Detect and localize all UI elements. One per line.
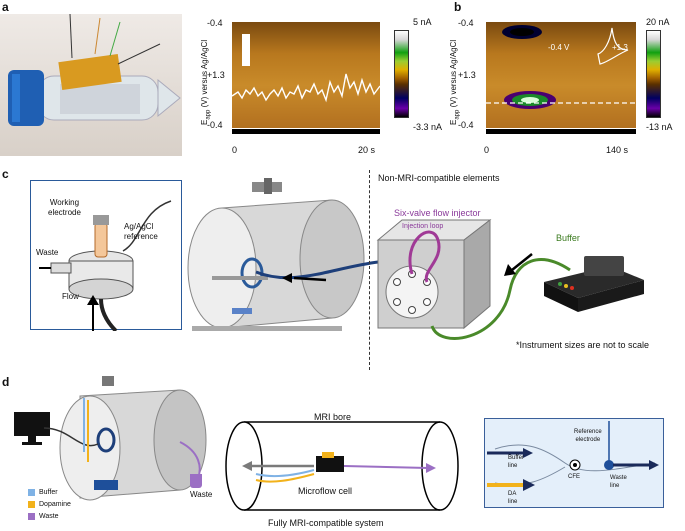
syringe-pump <box>540 252 648 314</box>
mri-bore <box>222 418 464 514</box>
panel-b-xtick-start: 0 <box>484 145 490 155</box>
panel-b-ytick-bot: -0.4 <box>458 120 474 130</box>
legend: Buffer Dopamine Waste <box>28 486 71 522</box>
ref-electrode-line2: electrode <box>575 437 601 443</box>
microflow-chip <box>484 418 664 508</box>
flow-injector <box>372 210 502 330</box>
panel-b-xtick-end: 140 s <box>606 145 629 155</box>
reference-electrode-label: Reference electrode <box>574 428 602 444</box>
inset-box <box>30 180 182 333</box>
panel-a-xtick-start: 0 <box>232 145 238 155</box>
ylabel-rest: (V) versus Ag/AgCl <box>449 39 458 110</box>
cfe-label: CFE <box>568 474 580 480</box>
separator-line <box>369 170 370 370</box>
panel-a-ytick-top: -0.4 <box>207 18 223 28</box>
buffer-label: Buffer <box>556 233 580 243</box>
system-label: Fully MRI-compatible system <box>268 518 384 528</box>
panel-b-ytick-top: -0.4 <box>458 18 474 28</box>
panel-a-xaxis-bar <box>232 129 380 134</box>
panel-b-colorbar <box>646 30 661 118</box>
panel-a-xtick-end: 20 s <box>358 145 376 155</box>
panel-b-ytick-mid: +1.3 <box>458 70 476 80</box>
legend-label: Waste <box>39 512 59 520</box>
da-line-1: DA <box>508 491 517 497</box>
panel-a-heatmap <box>231 22 381 128</box>
panel-b-cv-right: +1.3 <box>612 43 628 52</box>
panel-b-label: b <box>454 0 462 14</box>
working-electrode-line1: Working <box>49 198 80 207</box>
da-line-2: line <box>508 499 518 505</box>
panel-a-ytick-bot: -0.4 <box>207 120 223 130</box>
mri-bore-label: MRI bore <box>314 412 352 422</box>
panel-b-heatmap <box>486 22 636 128</box>
da-line-label: DA line <box>508 490 517 506</box>
ref-electrode-line1: Reference <box>574 429 602 435</box>
legend-label: Buffer <box>39 488 58 496</box>
buffer-tubing <box>430 253 571 340</box>
legend-item-buffer: Buffer <box>28 486 71 498</box>
waste-line-label: Waste line <box>610 474 627 490</box>
waste-line-1: Waste <box>610 475 627 481</box>
mri-scanner-c <box>182 178 382 338</box>
panel-d-label: d <box>2 375 10 389</box>
panel-b-xaxis-bar <box>486 129 636 134</box>
legend-swatch <box>28 500 35 508</box>
panel-a-trace <box>231 73 381 103</box>
working-electrode-line2: electrode <box>48 208 81 217</box>
legend-item-dopamine: Dopamine <box>28 498 71 510</box>
ylabel-e: E <box>449 119 458 125</box>
panel-b-cbar-top: 20 nA <box>646 17 670 27</box>
working-electrode-label: Working electrode <box>48 198 81 218</box>
panel-a-ytick-mid: +1.3 <box>207 70 225 80</box>
buffer-line-label: Buffer line <box>508 454 524 470</box>
ylabel-sub: app <box>454 109 461 120</box>
panel-a-label: a <box>2 0 9 14</box>
microflow-label: Microflow cell <box>298 486 353 496</box>
waste-cup-label: Waste <box>190 490 213 499</box>
waste-cup <box>190 474 202 488</box>
reference-line2: reference <box>124 232 158 241</box>
injection-loop-label: Injection loop <box>402 223 444 230</box>
panel-a-cbar-top: 5 nA <box>413 17 432 27</box>
buffer-line-2: line <box>508 463 518 469</box>
panel-a-cbar-bot: -3.3 nA <box>413 122 443 132</box>
panel-a-colorbar <box>394 30 409 118</box>
legend-swatch <box>28 488 35 496</box>
tube-photo <box>0 14 182 156</box>
reference-label: Ag/AgCl reference <box>124 222 158 242</box>
legend-label: Dopamine <box>39 500 71 508</box>
flow-label: Flow <box>62 292 79 301</box>
buffer-line-1: Buffer <box>508 455 524 461</box>
reference-line1: Ag/AgCl <box>124 222 154 231</box>
panel-b-cv-left: -0.4 V <box>548 43 570 52</box>
legend-item-waste: Waste <box>28 510 71 522</box>
panel-b-cbar-bot: -13 nA <box>646 122 673 132</box>
panel-c-label: c <box>2 167 9 181</box>
non-mri-label: Non-MRI-compatible elements <box>378 173 500 183</box>
inset-waste-label: Waste <box>36 248 59 257</box>
injector-label: Six-valve flow injector <box>394 208 481 218</box>
legend-swatch <box>28 512 35 520</box>
ylabel-sub: app <box>205 109 212 120</box>
scale-note: *Instrument sizes are not to scale <box>516 340 650 350</box>
waste-line-2: line <box>610 483 620 489</box>
mri-scanner-d <box>10 372 220 507</box>
